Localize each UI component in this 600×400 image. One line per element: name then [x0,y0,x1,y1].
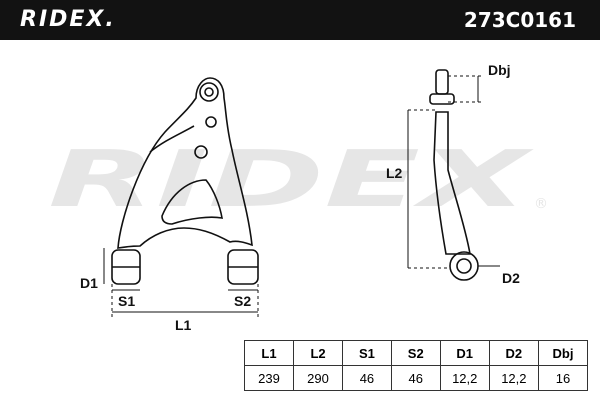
specs-value-cell: 46 [390,365,441,391]
specs-value-row: 239 290 46 46 12,2 12,2 16 [243,365,589,391]
side-view [429,69,479,281]
front-dimension-lines [103,248,259,318]
label-s1: S1 [118,293,135,309]
specs-header-cell: S2 [390,340,441,366]
side-arm-outline [433,111,471,255]
side-bushing [449,251,479,281]
side-bushing-inner [456,258,472,274]
control-arm-drawing: L1 S1 S2 D1 L2 Dbj D2 [80,62,520,333]
label-d1: D1 [80,275,98,291]
specs-header-row: L1 L2 S1 S2 D1 D2 Dbj [243,340,589,366]
bushings [111,249,259,285]
mounting-hole-2 [194,145,208,159]
specs-value-cell: 16 [537,365,589,391]
side-ball-joint [429,93,455,105]
specs-header-cell: D1 [439,340,490,366]
ball-joint-top-inner [204,87,214,97]
specs-value-cell: 12,2 [439,365,490,391]
specs-header-cell: D2 [488,340,539,366]
side-stud [435,69,449,95]
specs-value-cell: 290 [293,365,344,391]
ball-joint-top [199,82,219,102]
arm-rib [149,125,195,153]
specs-header-cell: S1 [342,340,392,366]
specs-value-cell: 239 [243,365,295,391]
part-number: 273C0161 [463,8,576,32]
label-d2: D2 [502,270,520,286]
arm-cutout [161,179,223,225]
label-l1: L1 [175,317,192,333]
mounting-hole-1 [205,116,217,128]
arm-outline-front [117,77,253,249]
header-bar: RIDEX. 273C0161 [0,0,600,40]
label-s2: S2 [234,293,251,309]
brand-logo: RIDEX. [20,7,116,32]
specs-header-cell: L2 [293,340,344,366]
side-dimension-lines [407,75,500,269]
specs-table: L1 L2 S1 S2 D1 D2 Dbj 239 290 46 46 12,2… [243,340,589,391]
specs-value-cell: 46 [342,365,392,391]
label-l2: L2 [386,165,403,181]
label-dbj: Dbj [488,62,511,78]
specs-header-cell: L1 [243,340,295,366]
specs-header-cell: Dbj [537,340,589,366]
specs-value-cell: 12,2 [488,365,539,391]
front-view [117,77,253,249]
